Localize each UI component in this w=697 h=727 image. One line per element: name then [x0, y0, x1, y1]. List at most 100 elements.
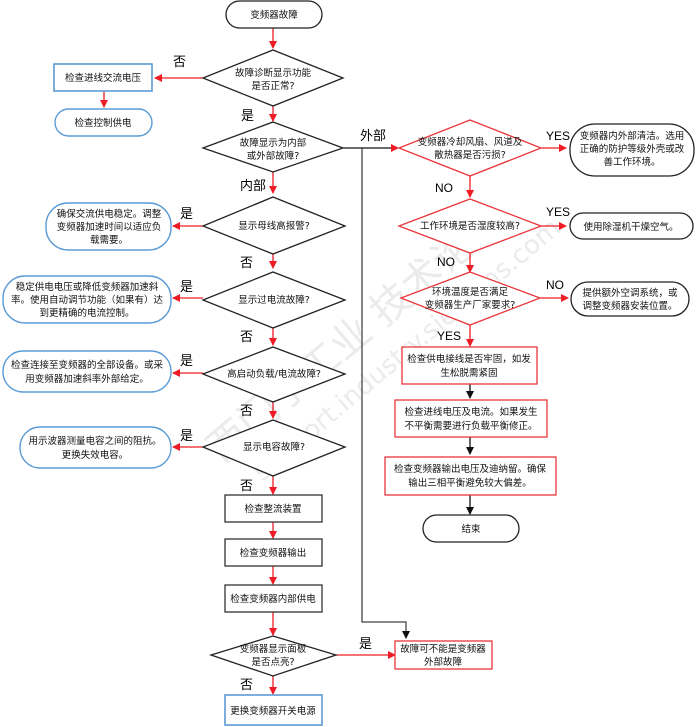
result-fan-dirty: 变频器内外部清洁。选用 正确的防护等级外壳或改 善工作环境。: [569, 123, 695, 177]
decision-panel-lit-line1: 变频器显示面板: [240, 643, 307, 655]
process-check-ac-voltage-text: 检查进线交流电压: [65, 72, 142, 84]
process-check-wiring-line2: 生松脱需紧固: [440, 367, 497, 379]
process-replace-switch-power-text: 更换变频器开关电源: [230, 705, 316, 717]
result-overcurrent-line2: 率。使用自动调节功能（如果有）达: [11, 294, 164, 306]
label-oc-no: 否: [240, 330, 253, 345]
decision-fan-dirty: 变频器冷却风扇、风道及 散热器是否污损?: [397, 119, 543, 177]
decision-internal-external: 故障显示为内部 或外部故障?: [201, 121, 345, 173]
decision-display-ok: 故障诊断显示功能 是否正常?: [201, 49, 345, 107]
process-check-wiring-line1: 检查供电接线是否牢固，如发: [407, 353, 531, 365]
process-check-output-text: 检查变频器输出: [240, 547, 307, 559]
node-start-text: 变频器故障: [250, 9, 298, 21]
result-fan-dirty-line1: 变频器内外部清洁。选用: [580, 130, 685, 142]
result-bus-high: 确保交流供电稳定。调整 变频器加速时间以适应负 载需要。: [45, 202, 172, 251]
label-oc-yes: 是: [180, 280, 193, 295]
process-maybe-external-line2: 外部故障: [424, 656, 463, 668]
decision-bus-high-text: 显示母线高报警?: [238, 220, 310, 232]
result-temperature-line2: 调整变频器安装位置。: [582, 300, 677, 312]
label-temp-yes: YES: [437, 329, 461, 343]
process-maybe-external: 故障可不能是变频器 外部故障: [394, 640, 493, 670]
label-hs-yes: 是: [180, 354, 193, 369]
label-hs-no: 否: [240, 404, 253, 419]
process-check-output-vi: 检查变频器输出电压及迪纳留。确保 输出三相平衡避免较大偏差。: [384, 456, 557, 496]
decision-capacitor: 显示电容故障?: [201, 419, 347, 477]
result-capacitor-line2: 更换失效电容。: [62, 449, 129, 461]
result-bus-high-line3: 载需要。: [90, 234, 128, 246]
decision-high-start-load: 高启动负载/电流故障?: [201, 346, 347, 403]
process-check-rectifier-text: 检查整流装置: [244, 503, 301, 515]
label-panel-yes: 是: [359, 637, 372, 652]
process-check-ac-voltage: 检查进线交流电压: [53, 63, 153, 92]
process-check-line-vi: 检查进线电压及电流。如果发生 不平衡需要进行负载平衡修正。: [394, 399, 548, 438]
process-check-internal-power-text: 检查变频器内部供电: [230, 593, 316, 605]
decision-internal-external-line2: 或外部故障?: [247, 150, 300, 162]
result-temperature: 提供额外空调系统，或 调整变频器安装位置。: [570, 281, 690, 317]
result-fan-dirty-line2: 正确的防护等级外壳或改: [580, 143, 685, 155]
result-overcurrent-line3: 到更精确的电流控制。: [39, 307, 134, 319]
decision-bus-high: 显示母线高报警?: [201, 196, 347, 255]
process-check-output-vi-line2: 输出三相平衡避免较大偏差。: [408, 477, 532, 489]
result-temperature-line1: 提供额外空调系统，或: [582, 287, 678, 299]
label-display-yes: 是: [241, 109, 254, 124]
node-end-text: 结束: [461, 523, 481, 535]
decision-overcurrent-text: 显示过电流故障?: [238, 294, 310, 306]
process-check-output-vi-line1: 检查变频器输出电压及迪纳留。确保: [394, 463, 547, 475]
label-fan-no: NO: [435, 181, 453, 195]
decision-high-start-load-text: 高启动负载/电流故障?: [227, 368, 321, 380]
decision-humidity-text: 工作环境是否湿度较高?: [420, 220, 520, 232]
edge-labels: 否 是 内部 外部 是 否 是 否 是 否 是 否 是 否 YES NO YES…: [173, 55, 570, 693]
terminal-check-control-power: 检查控制供电: [54, 108, 153, 137]
node-end: 结束: [422, 514, 520, 543]
result-capacitor: 用示波器测量电容之间的阻抗。 更换失效电容。: [19, 426, 172, 469]
decision-internal-external-line1: 故障显示为内部: [240, 137, 307, 149]
result-high-start-load-line1: 检查连接至变频器的全部设备。或采: [11, 359, 164, 371]
process-check-line-vi-line1: 检查进线电压及电流。如果发生: [404, 406, 538, 418]
decision-capacitor-text: 显示电容故障?: [243, 441, 305, 453]
label-display-no: 否: [173, 55, 186, 70]
label-bus-no: 否: [240, 256, 253, 271]
label-cap-yes: 是: [180, 429, 193, 444]
decision-temperature-line2: 变频器生产厂家要求?: [425, 299, 516, 311]
label-fan-yes: YES: [546, 129, 570, 143]
decision-display-ok-line2: 是否正常?: [251, 80, 294, 92]
label-internal: 内部: [240, 178, 266, 194]
edge-external-down: [361, 148, 410, 639]
edges: [100, 28, 569, 695]
process-check-output: 检查变频器输出: [224, 538, 323, 567]
terminal-check-control-power-text: 检查控制供电: [74, 117, 132, 129]
decision-panel-lit: 变频器显示面板 是否点亮?: [208, 635, 339, 677]
label-cap-no: 否: [240, 479, 253, 494]
result-high-start-load-line2: 用变频器加速斜率外部给定。: [25, 373, 149, 385]
process-maybe-external-line1: 故障可不能是变频器: [400, 643, 486, 655]
decision-fan-dirty-line1: 变频器冷却风扇、风道及: [418, 136, 523, 148]
decision-fan-dirty-line2: 散热器是否污损?: [434, 149, 506, 161]
node-start: 变频器故障: [225, 0, 323, 29]
decision-temperature: 环境温度是否满足 变频器生产厂家要求?: [399, 271, 542, 326]
result-capacitor-line1: 用示波器测量电容之间的阻抗。: [28, 435, 161, 447]
decision-overcurrent: 显示过电流故障?: [201, 271, 347, 329]
result-overcurrent-line1: 稳定供电电压或降低变频器加速斜: [16, 281, 159, 293]
process-check-rectifier: 检查整流装置: [224, 494, 323, 523]
label-panel-no: 否: [240, 678, 253, 693]
result-high-start-load: 检查连接至变频器的全部设备。或采 用变频器加速斜率外部给定。: [2, 350, 172, 393]
result-bus-high-line2: 变频器加速时间以适应负: [57, 221, 162, 233]
result-humidity: 使用除湿机干燥空气。: [569, 212, 694, 240]
result-humidity-text: 使用除湿机干燥空气。: [583, 221, 678, 233]
label-temp-no: NO: [546, 278, 564, 292]
result-overcurrent: 稳定供电电压或降低变频器加速斜 率。使用自动调节功能（如果有）达 到更精确的电流…: [2, 275, 172, 324]
decision-display-ok-line1: 故障诊断显示功能: [235, 67, 312, 79]
decision-panel-lit-line2: 是否点亮?: [251, 656, 294, 668]
process-replace-switch-power: 更换变频器开关电源: [224, 694, 323, 726]
decision-humidity: 工作环境是否湿度较高?: [397, 198, 543, 254]
label-hum-no: NO: [437, 255, 455, 269]
result-fan-dirty-line3: 善工作环境。: [603, 156, 660, 168]
result-bus-high-line1: 确保交流供电稳定。调整: [57, 208, 162, 220]
process-check-wiring: 检查供电接线是否牢固，如发 生松脱需紧固: [401, 346, 538, 385]
process-check-line-vi-line2: 不平衡需要进行负载平衡修正。: [404, 420, 537, 432]
label-external: 外部: [360, 129, 386, 144]
process-check-internal-power: 检查变频器内部供电: [224, 584, 323, 613]
decision-temperature-line1: 环境温度是否满足: [432, 286, 509, 298]
label-bus-yes: 是: [180, 207, 193, 222]
label-hum-yes: YES: [546, 205, 570, 219]
